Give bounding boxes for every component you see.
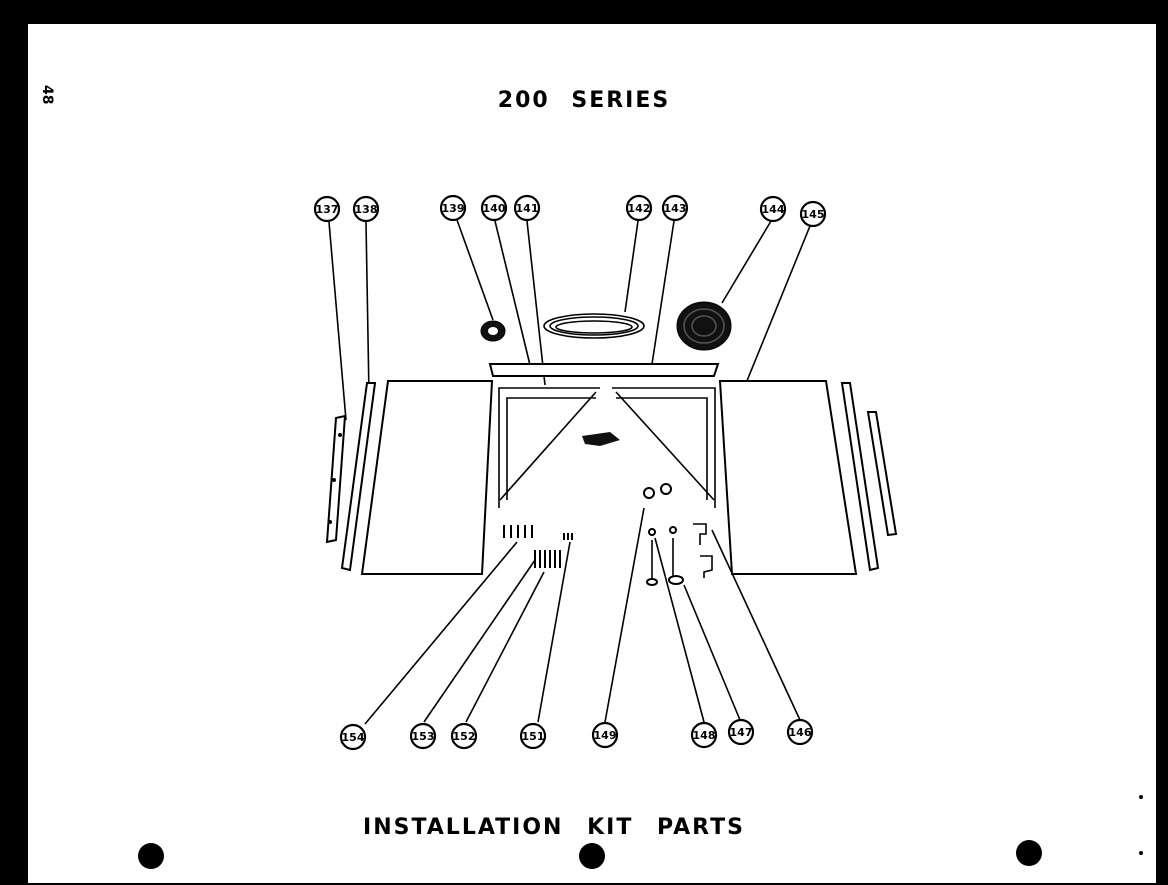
callout-139-label: 139 (442, 202, 465, 215)
callout-148-label: 148 (693, 729, 716, 742)
callout-143-label: 143 (664, 202, 687, 215)
bolts (646, 526, 684, 586)
callout-138: 138 (352, 195, 380, 223)
coiled-strip (543, 313, 645, 339)
leader-154 (364, 541, 518, 725)
leader-145 (739, 225, 811, 399)
foam-gasket-coil (676, 301, 732, 351)
leader-148 (654, 537, 705, 723)
series-title: 200 SERIES (497, 88, 671, 113)
callout-140: 140 (480, 194, 508, 222)
leader-141 (526, 220, 546, 386)
callout-144: 144 (759, 195, 787, 223)
callout-153: 153 (409, 722, 437, 750)
leader-152 (465, 571, 545, 723)
wing-nuts (643, 483, 672, 499)
binder-hole-center (579, 843, 605, 869)
callout-154: 154 (339, 723, 367, 751)
binder-hole-right (1016, 840, 1042, 866)
callout-138-label: 138 (355, 203, 378, 216)
left-filler-panel (360, 380, 494, 575)
leader-142 (624, 220, 639, 313)
leader-143 (651, 220, 675, 365)
leader-138 (365, 221, 370, 396)
callout-148: 148 (690, 721, 718, 749)
callout-152: 152 (450, 722, 478, 750)
leader-139 (456, 219, 494, 321)
callout-151: 151 (519, 722, 547, 750)
speck (1139, 795, 1143, 799)
mounting-clips (693, 523, 713, 578)
callout-139: 139 (439, 194, 467, 222)
callout-140-label: 140 (483, 202, 506, 215)
binder-hole-left (138, 843, 164, 869)
callout-137: 137 (313, 195, 341, 223)
leader-151 (537, 541, 571, 723)
callout-141: 141 (513, 194, 541, 222)
leader-153 (423, 559, 536, 723)
callout-142: 142 (625, 194, 653, 222)
leader-147 (683, 584, 741, 721)
leader-lines (328, 219, 811, 725)
callout-145-label: 145 (802, 208, 825, 221)
callout-137-label: 137 (316, 203, 339, 216)
callout-146-label: 146 (789, 726, 812, 739)
binder-holes (138, 840, 1042, 869)
right-support-frame (612, 387, 716, 508)
callout-149: 149 (591, 721, 619, 749)
leader-140 (494, 220, 531, 366)
callout-147: 147 (727, 718, 755, 746)
callout-141-label: 141 (516, 202, 539, 215)
left-seal-strip (340, 382, 377, 572)
callout-145: 145 (799, 200, 827, 228)
callout-142-label: 142 (628, 202, 651, 215)
center-clip (582, 432, 620, 446)
callout-154-label: 154 (342, 731, 365, 744)
leader-144 (721, 220, 772, 304)
speck (1139, 851, 1143, 855)
right-seal-strip (840, 382, 880, 572)
callout-146: 146 (786, 718, 814, 746)
parts (325, 301, 1143, 855)
leader-146 (711, 529, 801, 721)
screws-group (503, 525, 573, 568)
callout-151-label: 151 (522, 730, 545, 743)
callout-153-label: 153 (412, 730, 435, 743)
right-angle-bracket (866, 411, 898, 537)
tape-roll (480, 320, 506, 342)
left-support-frame (498, 387, 600, 508)
kit-title: INSTALLATION KIT PARTS (363, 815, 745, 840)
callout-144-label: 144 (762, 203, 785, 216)
diagram-sheet (28, 24, 1156, 883)
right-filler-panel (718, 380, 858, 575)
callout-147-label: 147 (730, 726, 753, 739)
callout-152-label: 152 (453, 730, 476, 743)
callout-143: 143 (661, 194, 689, 222)
left-angle-bracket (325, 414, 347, 544)
leader-149 (604, 507, 645, 723)
top-rail (488, 363, 720, 377)
leader-137 (328, 221, 347, 421)
callout-149-label: 149 (594, 729, 617, 742)
